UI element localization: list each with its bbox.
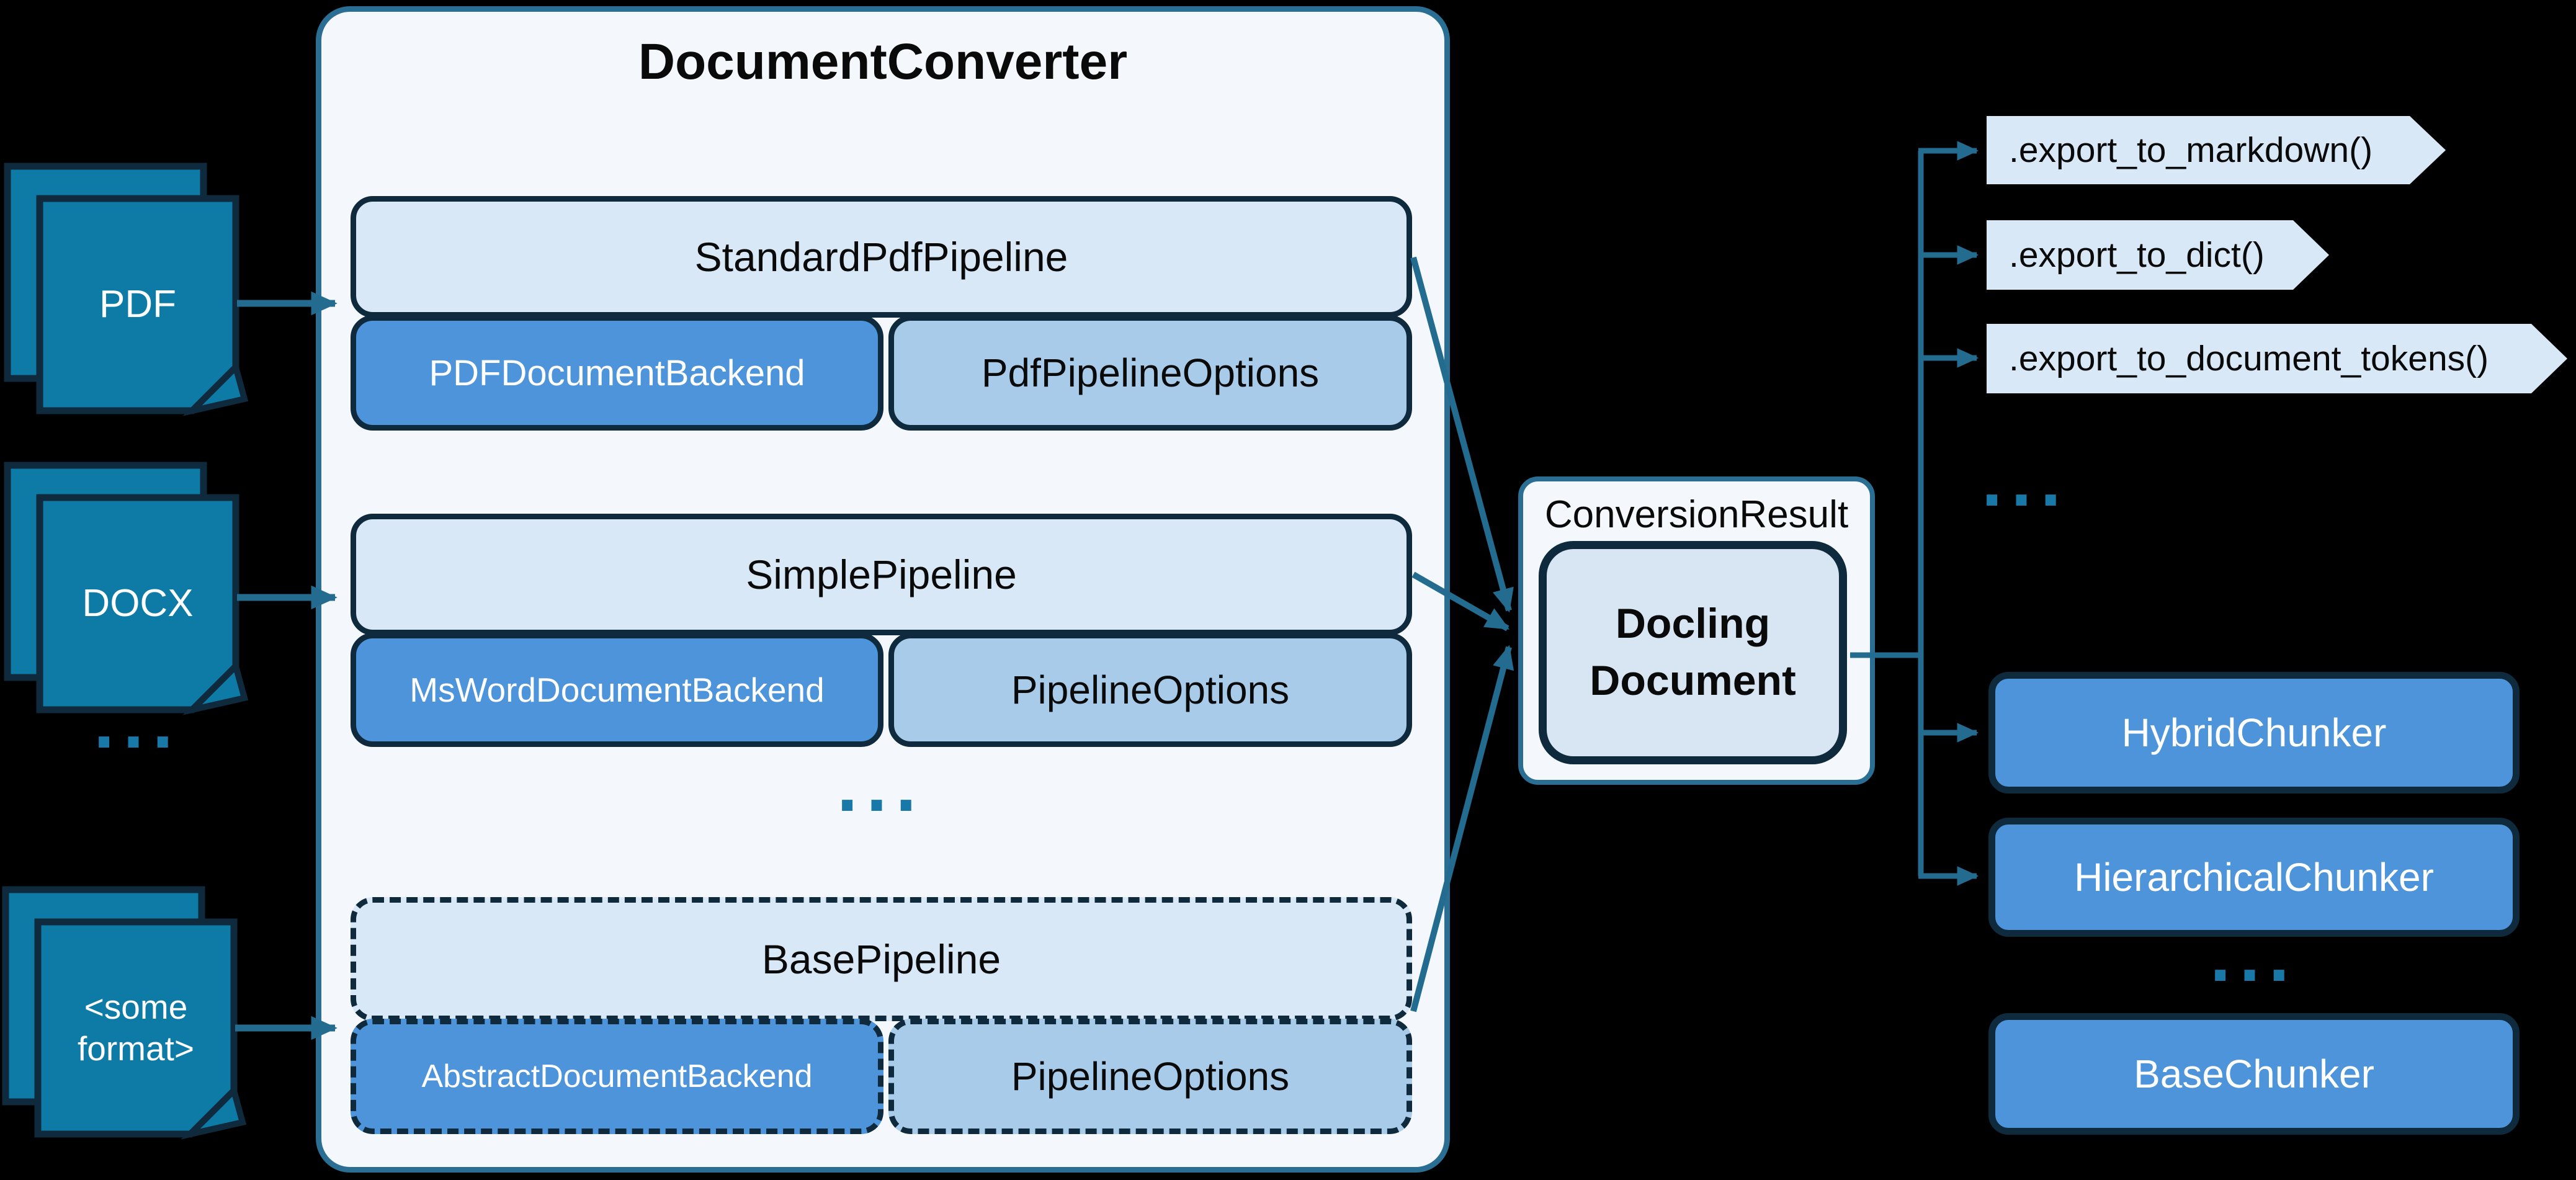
pipeline-box-simple: SimplePipeline xyxy=(351,514,1412,635)
document-stack-icon xyxy=(4,163,248,416)
chunker-label: BaseChunker xyxy=(2134,1052,2374,1096)
pipeline-label: SimplePipeline xyxy=(746,552,1017,597)
pipeline-label: StandardPdfPipeline xyxy=(694,234,1068,280)
export-to-dict-chevron: .export_to_dict() xyxy=(1987,220,2329,290)
hierarchical-chunker-box: HierarchicalChunker xyxy=(1988,818,2520,937)
options-label: PipelineOptions xyxy=(1011,1054,1290,1099)
options-box-pdf: PdfPipelineOptions xyxy=(888,315,1412,431)
document-converter-title: DocumentConverter xyxy=(638,34,1128,90)
input-doc-someformat xyxy=(2,886,246,1140)
export-to-markdown-chevron: .export_to_markdown() xyxy=(1987,116,2446,184)
backend-box-pdf: PDFDocumentBackend xyxy=(351,315,883,431)
options-box-simple: PipelineOptions xyxy=(888,633,1412,747)
backend-label: AbstractDocumentBackend xyxy=(421,1058,813,1094)
backend-label: MsWordDocumentBackend xyxy=(409,671,825,709)
chunker-label: HierarchicalChunker xyxy=(2074,855,2434,900)
export-method-label: .export_to_dict() xyxy=(2009,235,2265,275)
more-inputs-ellipsis: ... xyxy=(93,681,182,764)
export-method-label: .export_to_markdown() xyxy=(2009,130,2373,170)
more-exports-ellipsis: ... xyxy=(1981,439,2070,522)
docling-document-line1: Docling xyxy=(1615,600,1771,648)
more-chunkers-ellipsis: ... xyxy=(2209,914,2299,997)
pipeline-label: BasePipeline xyxy=(761,936,1001,982)
more-pipelines-ellipsis: ... xyxy=(836,744,926,827)
document-stack-icon xyxy=(2,886,246,1140)
input-doc-docx-label: DOCX xyxy=(82,582,194,625)
conversion-result-label: ConversionResult xyxy=(1544,493,1849,536)
document-stack-icon xyxy=(4,462,248,715)
input-doc-docx xyxy=(4,462,248,716)
options-box-base: PipelineOptions xyxy=(888,1019,1412,1134)
pipeline-box-base: BasePipeline xyxy=(351,897,1412,1021)
backend-box-msword: MsWordDocumentBackend xyxy=(351,633,883,747)
backend-box-abstract: AbstractDocumentBackend xyxy=(351,1019,883,1134)
input-doc-pdf xyxy=(4,163,248,417)
docling-document-box: Docling Document xyxy=(1539,541,1847,764)
pipeline-box-standardpdf: StandardPdfPipeline xyxy=(351,196,1412,318)
base-chunker-box: BaseChunker xyxy=(1988,1013,2520,1135)
hybrid-chunker-box: HybridChunker xyxy=(1988,672,2520,793)
input-doc-someformat-label: <some format> xyxy=(78,987,194,1068)
options-label: PipelineOptions xyxy=(1011,668,1290,712)
export-to-document-tokens-chevron: .export_to_document_tokens() xyxy=(1987,324,2567,393)
docling-document-line2: Document xyxy=(1590,657,1796,704)
backend-label: PDFDocumentBackend xyxy=(429,352,805,393)
input-doc-pdf-label: PDF xyxy=(99,283,176,326)
options-label: PdfPipelineOptions xyxy=(981,351,1320,395)
export-method-label: .export_to_document_tokens() xyxy=(2009,339,2489,378)
chunker-label: HybridChunker xyxy=(2121,710,2387,755)
